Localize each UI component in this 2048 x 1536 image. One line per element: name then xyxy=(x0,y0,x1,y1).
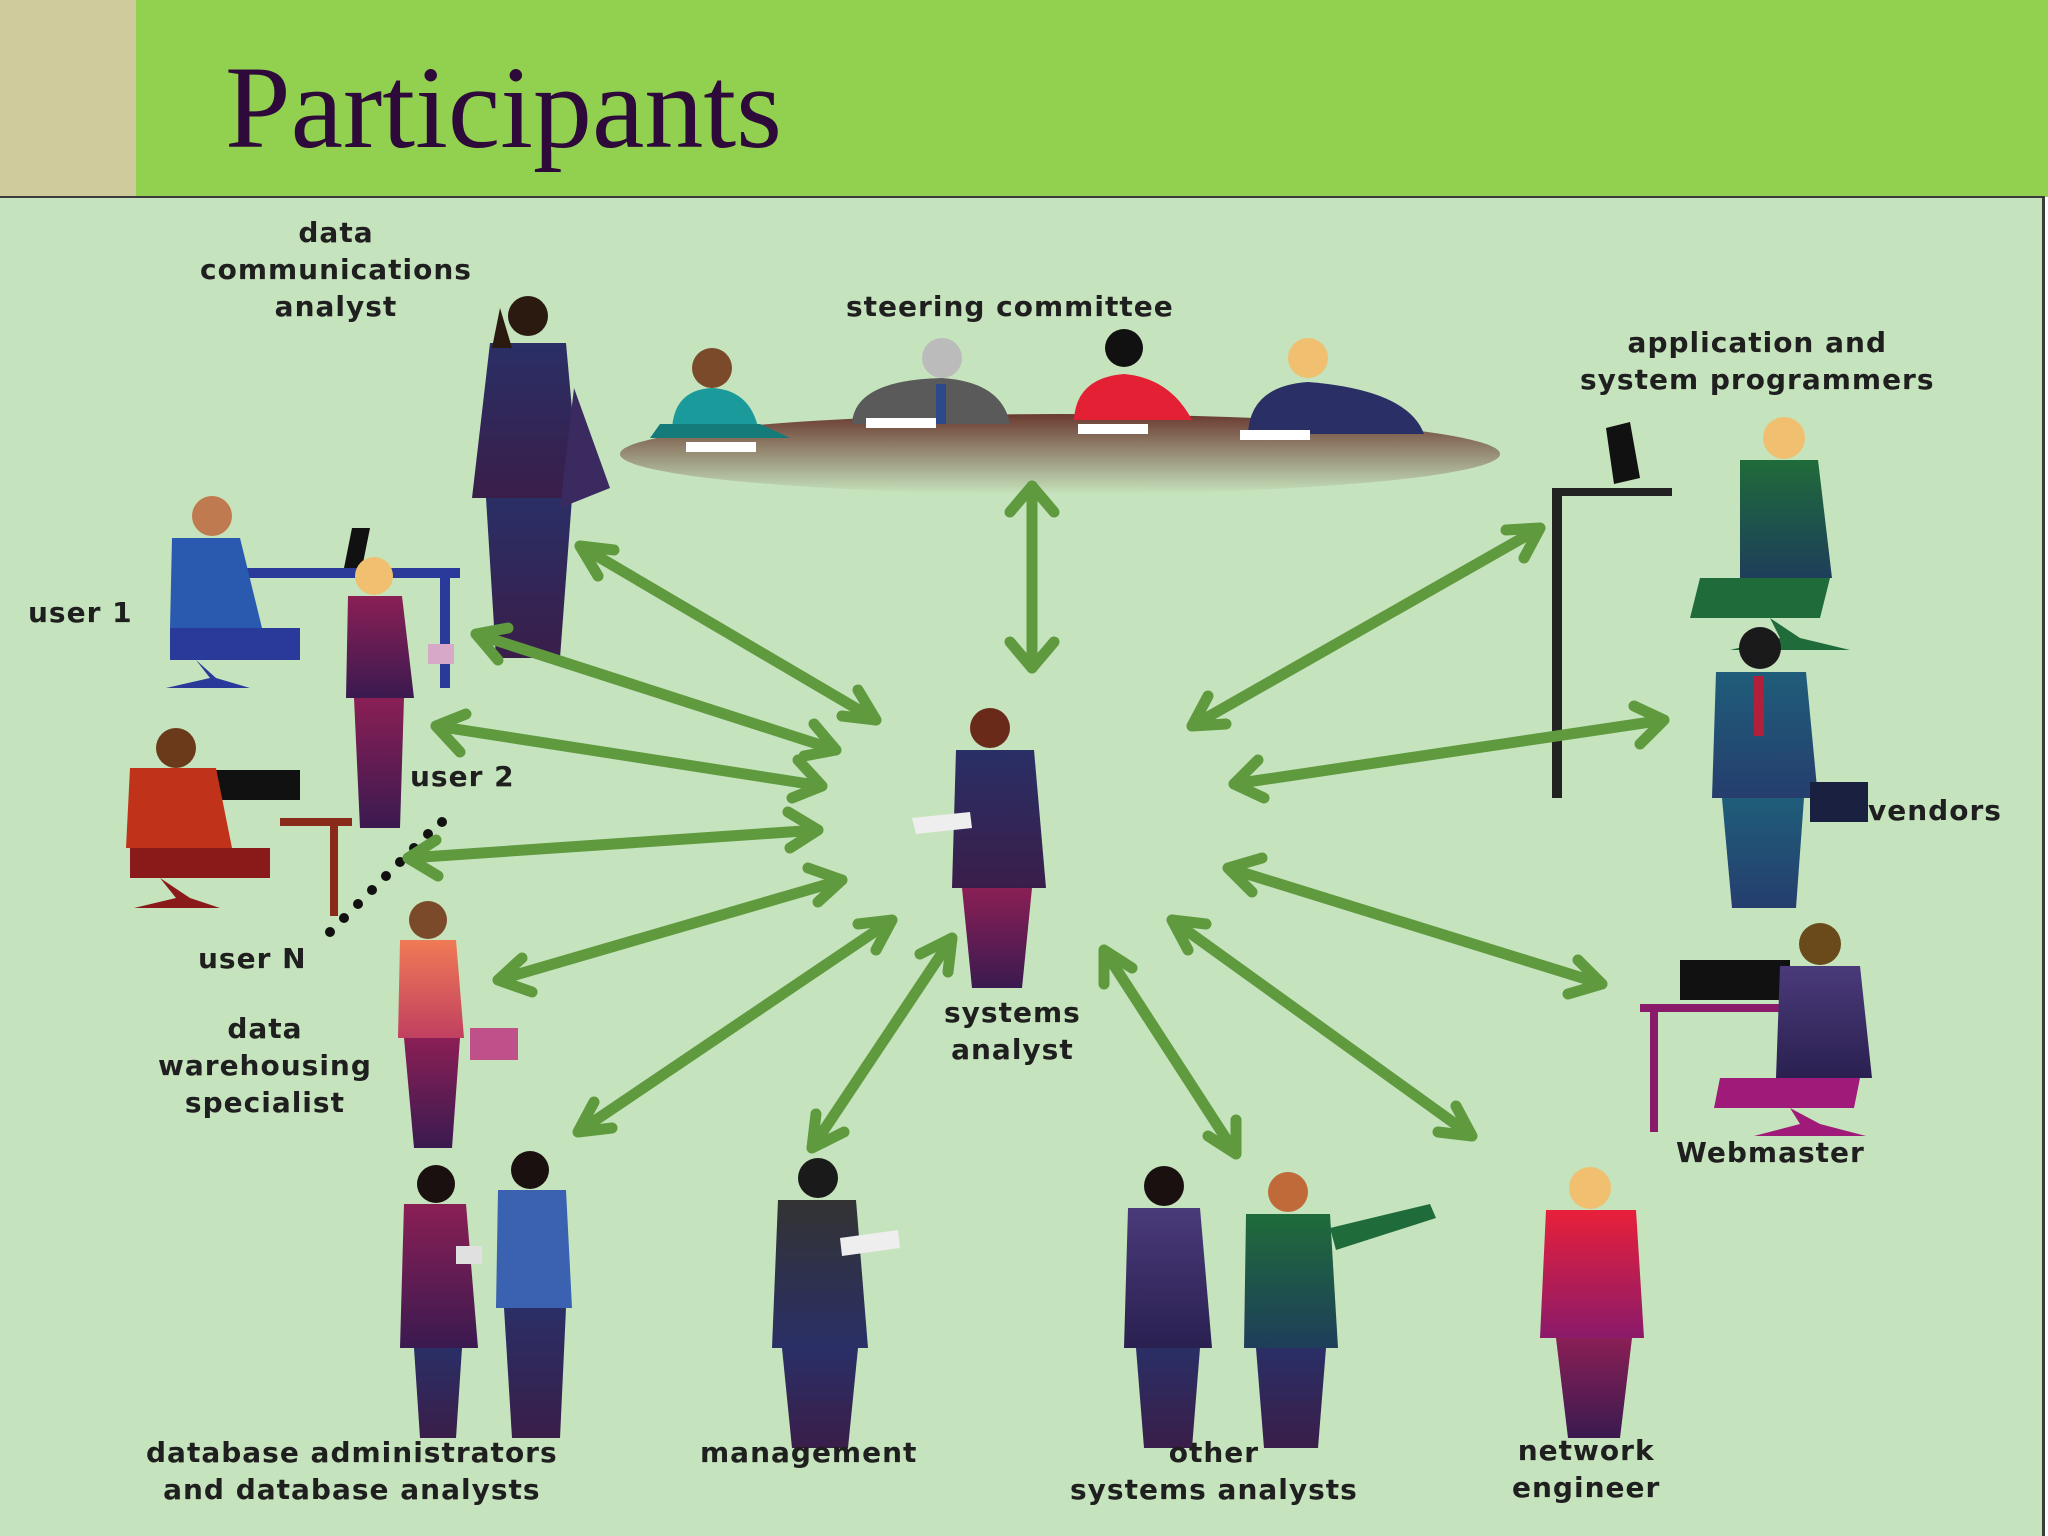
label-application-and-system-programmers: application and system programmers xyxy=(1580,326,1935,396)
label-network-engineer: network engineer xyxy=(1512,1434,1661,1504)
other-systems-analysts-figure xyxy=(1124,1166,1436,1448)
data-communications-analyst-figure xyxy=(472,296,610,658)
management-figure xyxy=(772,1158,900,1448)
committee-papers xyxy=(686,418,1310,452)
webmaster-figure xyxy=(1640,923,1872,1136)
label-other-systems-analysts: other systems analysts xyxy=(1070,1436,1358,1506)
label-systems-analyst: systems analyst xyxy=(944,996,1081,1066)
diagram-canvas xyxy=(126,296,1872,1448)
user-1-figure xyxy=(166,496,460,688)
arrow-webmaster xyxy=(1222,852,1608,1000)
arrow-application-programmers xyxy=(1186,522,1546,732)
arrow-data-communications-analyst xyxy=(574,540,882,726)
arrow-vendors xyxy=(1228,700,1670,804)
user-n-figure xyxy=(126,728,352,916)
database-administrators-figure xyxy=(400,1151,572,1438)
application-programmer-figure xyxy=(1552,417,1850,798)
label-user-2: user 2 xyxy=(410,760,515,793)
committee-member-2 xyxy=(852,338,1010,424)
committee-member-1 xyxy=(650,348,790,438)
committee-member-4 xyxy=(1248,338,1424,434)
arrow-steering-committee xyxy=(1004,480,1060,674)
label-management: management xyxy=(700,1436,918,1469)
arrow-database-administrators xyxy=(572,914,898,1138)
arrow-data-warehousing-specialist xyxy=(492,862,848,998)
network-engineer-figure xyxy=(1540,1167,1644,1438)
arrow-network-engineer xyxy=(1166,914,1478,1142)
committee-member-3 xyxy=(1074,329,1192,420)
header-accent-block xyxy=(0,0,136,197)
label-user-n: user N xyxy=(198,942,307,975)
slide-title: Participants xyxy=(225,42,783,173)
arrow-user-1 xyxy=(470,622,842,762)
arrow-management xyxy=(806,932,958,1154)
label-steering-committee: steering committee xyxy=(846,290,1174,323)
vendor-figure xyxy=(1712,627,1868,908)
label-database-administrators: database administrators and database ana… xyxy=(146,1436,558,1506)
header-bar xyxy=(136,0,2048,197)
label-webmaster: Webmaster xyxy=(1676,1136,1865,1169)
systems-analyst-figure xyxy=(912,708,1046,988)
label-data-communications-analyst: data communications analyst xyxy=(200,216,472,323)
participants-diagram: data communications analyst steering com… xyxy=(0,196,2045,1536)
label-data-warehousing-specialist: data warehousing specialist xyxy=(158,1012,372,1119)
user-2-figure xyxy=(346,557,454,828)
arrow-user-n xyxy=(402,806,824,882)
data-warehousing-specialist-figure xyxy=(398,901,518,1148)
arrow-other-systems-analysts xyxy=(1098,944,1242,1160)
connector-arrows xyxy=(402,480,1670,1160)
label-user-1: user 1 xyxy=(28,596,133,629)
label-vendors: vendors xyxy=(1868,794,2002,827)
arrow-user-2 xyxy=(430,708,828,804)
